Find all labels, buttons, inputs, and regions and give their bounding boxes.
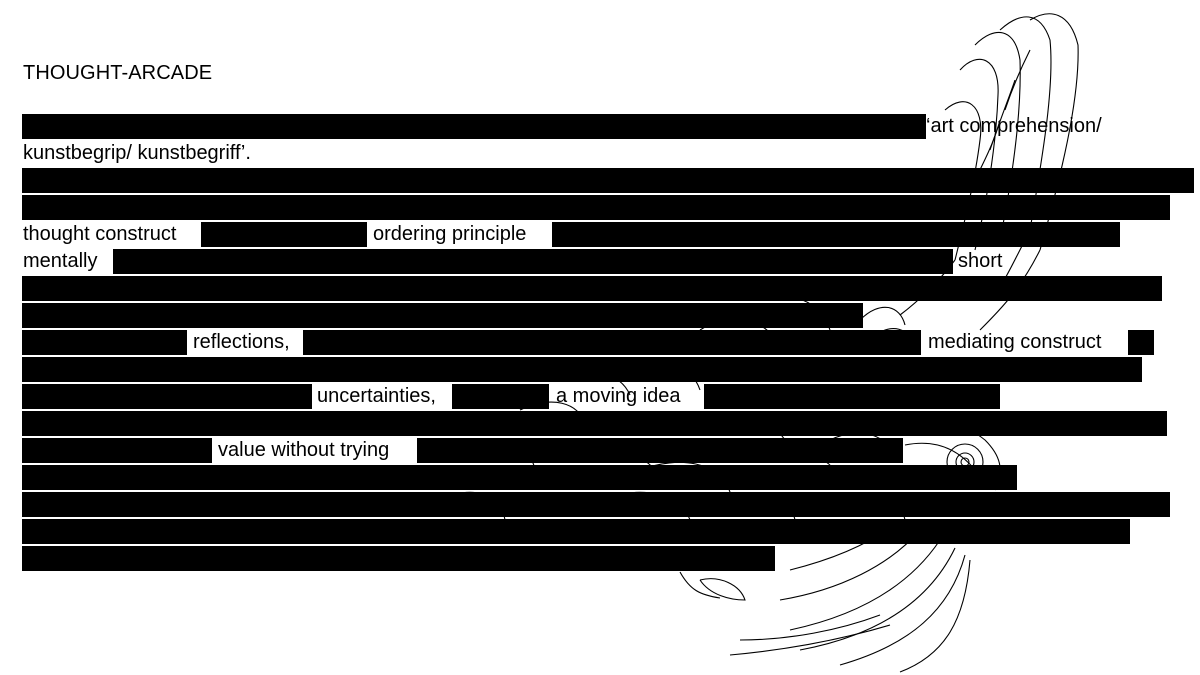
redaction-bar [22, 357, 1142, 382]
redaction-bar [22, 303, 863, 328]
redaction-bar [303, 330, 921, 355]
redaction-bar [201, 222, 367, 247]
text-art-comprehension: ‘art comprehension/ [926, 115, 1102, 137]
text-ordering-principle: ordering principle [373, 223, 527, 245]
redaction-bar [22, 195, 1170, 220]
redaction-bar [22, 438, 212, 463]
text-short: short [958, 250, 1003, 272]
redaction-bar [22, 546, 775, 571]
redaction-bar [552, 222, 1120, 247]
redaction-bar [22, 330, 187, 355]
redaction-bar [22, 276, 1162, 301]
text-a-moving-idea: a moving idea [556, 385, 681, 407]
redaction-bar [22, 465, 1017, 490]
text-reflections: reflections, [193, 331, 290, 353]
text-uncertainties: uncertainties, [317, 385, 436, 407]
text-thought-construct: thought construct [23, 223, 177, 245]
redaction-bar [452, 384, 549, 409]
redaction-bar [22, 384, 312, 409]
redaction-bar [704, 384, 1000, 409]
redaction-bar [113, 249, 953, 274]
redaction-bar [22, 411, 1167, 436]
text-value-without-trying: value without trying [218, 439, 390, 461]
text-mentally: mentally [23, 250, 98, 272]
redaction-bar [22, 492, 1170, 517]
redaction-bar [22, 114, 926, 139]
text-kunstbegrip: kunstbegrip/ kunstbegriff’. [23, 142, 251, 164]
page-title: THOUGHT-ARCADE [23, 62, 213, 84]
redaction-bar [417, 438, 903, 463]
text-mediating-construct: mediating construct [928, 331, 1102, 353]
redaction-bar [22, 168, 1194, 193]
redaction-bar [22, 519, 1130, 544]
redaction-bar [1128, 330, 1154, 355]
